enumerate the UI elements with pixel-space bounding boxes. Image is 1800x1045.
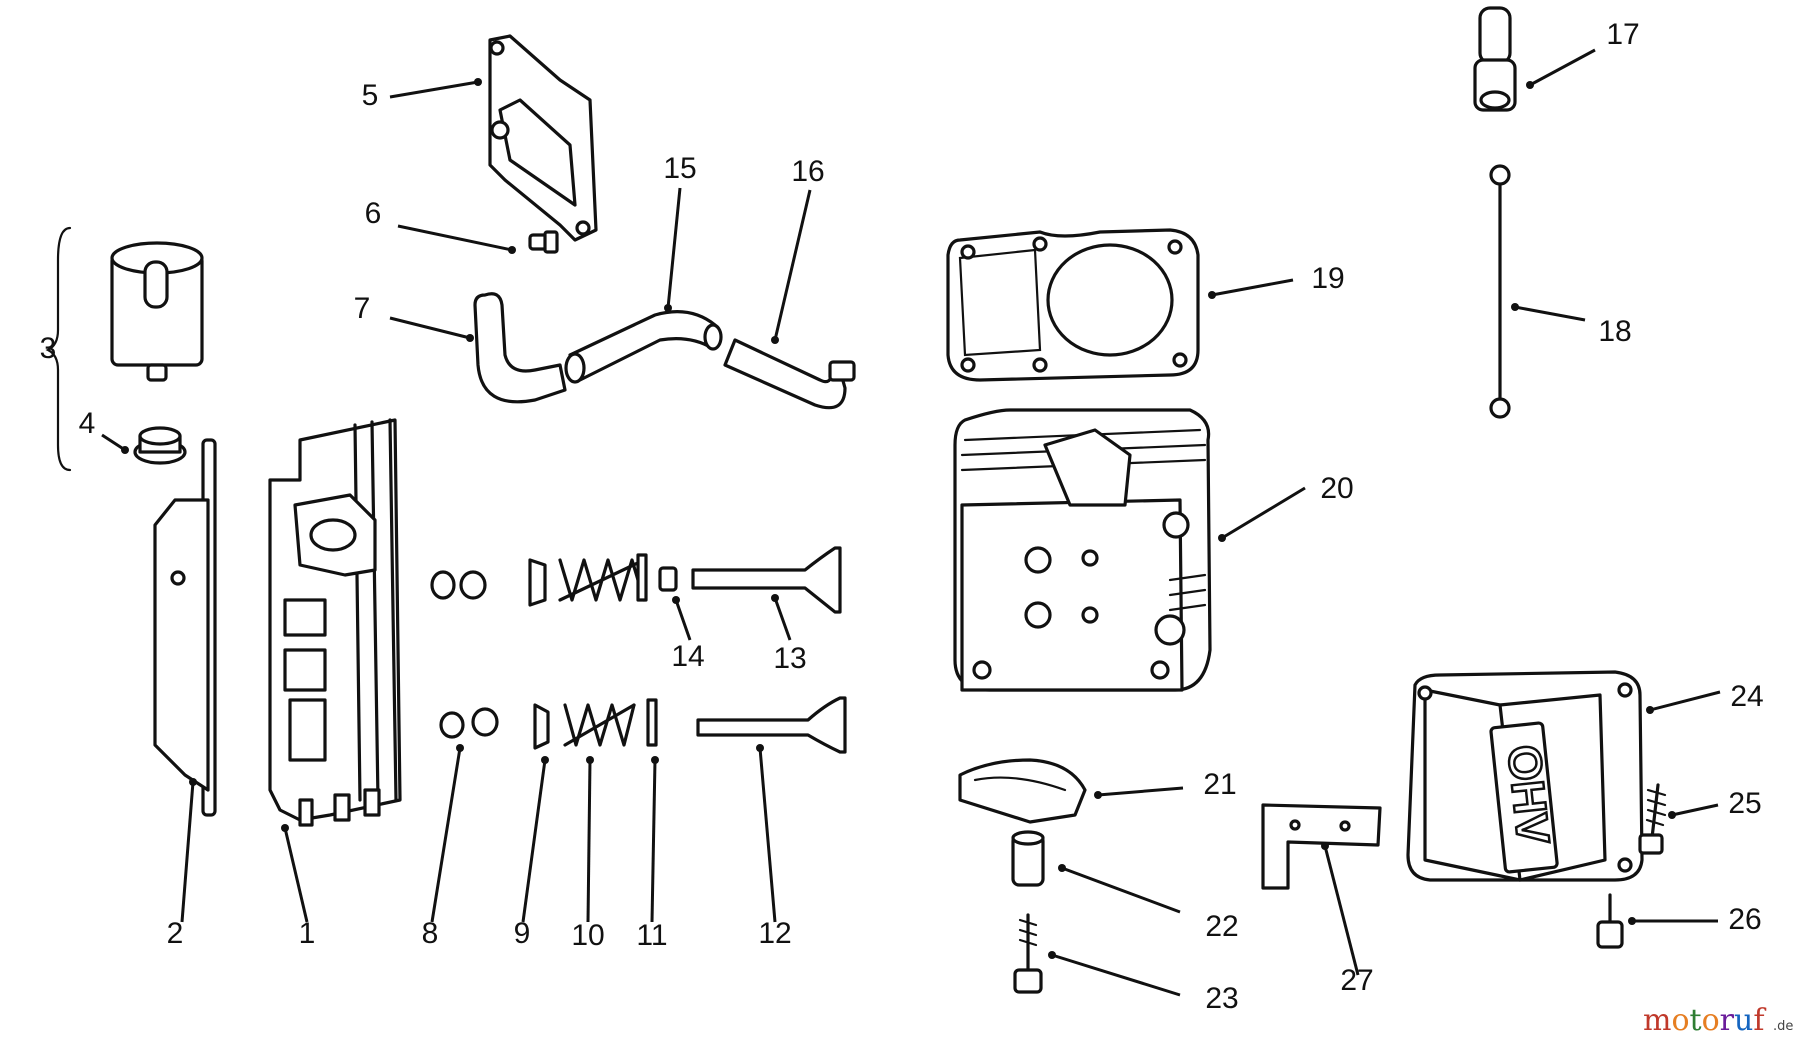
callout-27: 27 [1340,964,1373,997]
callout-25: 25 [1728,787,1761,820]
part-15-breather-tube [564,310,723,384]
wm-letter-r: r [1720,1003,1735,1038]
part-17-rocker-pivot [1473,6,1517,112]
part-26-short-bolt [1596,893,1624,949]
leader-lines [101,48,1721,997]
part-4-grommet [133,426,187,465]
part-8-keepers [439,707,499,739]
part-spring-upper [558,558,646,602]
wm-letter-m: m [1643,1003,1671,1038]
callout-26: 26 [1728,903,1761,936]
part-6-screw [528,230,559,254]
callout-14: 14 [671,640,704,673]
part-16-breather-hose [723,338,856,410]
part-13-exhaust-valve [691,546,842,614]
callout-1: 1 [299,917,316,950]
part-27-bracket [1261,803,1382,890]
wm-letter-f: f [1753,1003,1766,1038]
callout-2: 2 [167,917,184,950]
callout-16: 16 [791,155,824,188]
wm-letter-o2: o [1702,1003,1720,1038]
part-keepers-upper [430,570,487,600]
svg-text:motoruf: motoruf [1643,1003,1766,1038]
part-3-filter-canister [110,241,204,382]
part-23-bolt [1013,913,1043,994]
part-1-cylinder-head-side [268,418,402,827]
callout-12: 12 [758,917,791,950]
part-2-side-plate [153,438,217,817]
wm-letter-o1: o [1671,1003,1689,1038]
callout-7: 7 [354,292,371,325]
part-24-valve-cover: OHV [1406,670,1644,882]
part-3-filter-bracket [45,226,72,472]
wm-letter-u: u [1734,1003,1753,1038]
callout-6: 6 [365,197,382,230]
callout-labels: 1 2 3 4 5 6 7 8 9 10 11 12 13 14 15 16 1… [40,18,1764,1015]
part-retainer-upper [528,558,547,607]
part-25-cover-bolt [1638,783,1667,855]
callout-17: 17 [1606,18,1639,51]
callout-3: 3 [40,332,57,365]
callout-24: 24 [1730,680,1763,713]
part-9-spring-retainer [533,703,550,750]
callout-10: 10 [571,919,604,952]
part-12-intake-valve [696,696,847,754]
callout-20: 20 [1320,472,1353,505]
part-21-deflector [958,758,1087,824]
callout-13: 13 [773,642,806,675]
part-7-breather-hose [473,292,567,404]
callout-4: 4 [79,407,96,440]
wm-domain: .de [1773,1019,1793,1034]
cover-ohv-text: OHV [1498,742,1560,847]
wm-letter-t: t [1690,1003,1702,1038]
callout-18: 18 [1598,315,1631,348]
callout-8: 8 [422,917,439,950]
callout-15: 15 [663,152,696,185]
callout-19: 19 [1311,262,1344,295]
part-14-valve-seal [658,566,678,592]
part-5-breather-cover [488,34,598,242]
part-20-cylinder-head [953,408,1212,692]
callout-23: 23 [1205,982,1238,1015]
part-seal-upper [636,553,648,602]
callout-5: 5 [362,79,379,112]
part-22-stud [1011,830,1045,887]
callout-11: 11 [636,919,667,952]
part-10-valve-spring [563,703,636,747]
callout-22: 22 [1205,910,1238,943]
callout-21: 21 [1203,768,1236,801]
part-11-valve-seal [646,698,658,747]
part-19-head-gasket [946,228,1200,382]
callout-9: 9 [514,917,531,950]
leader-dots [121,78,1676,959]
watermark-motoruf: motoruf .de [1643,1003,1793,1038]
part-18-push-rod [1489,164,1511,419]
